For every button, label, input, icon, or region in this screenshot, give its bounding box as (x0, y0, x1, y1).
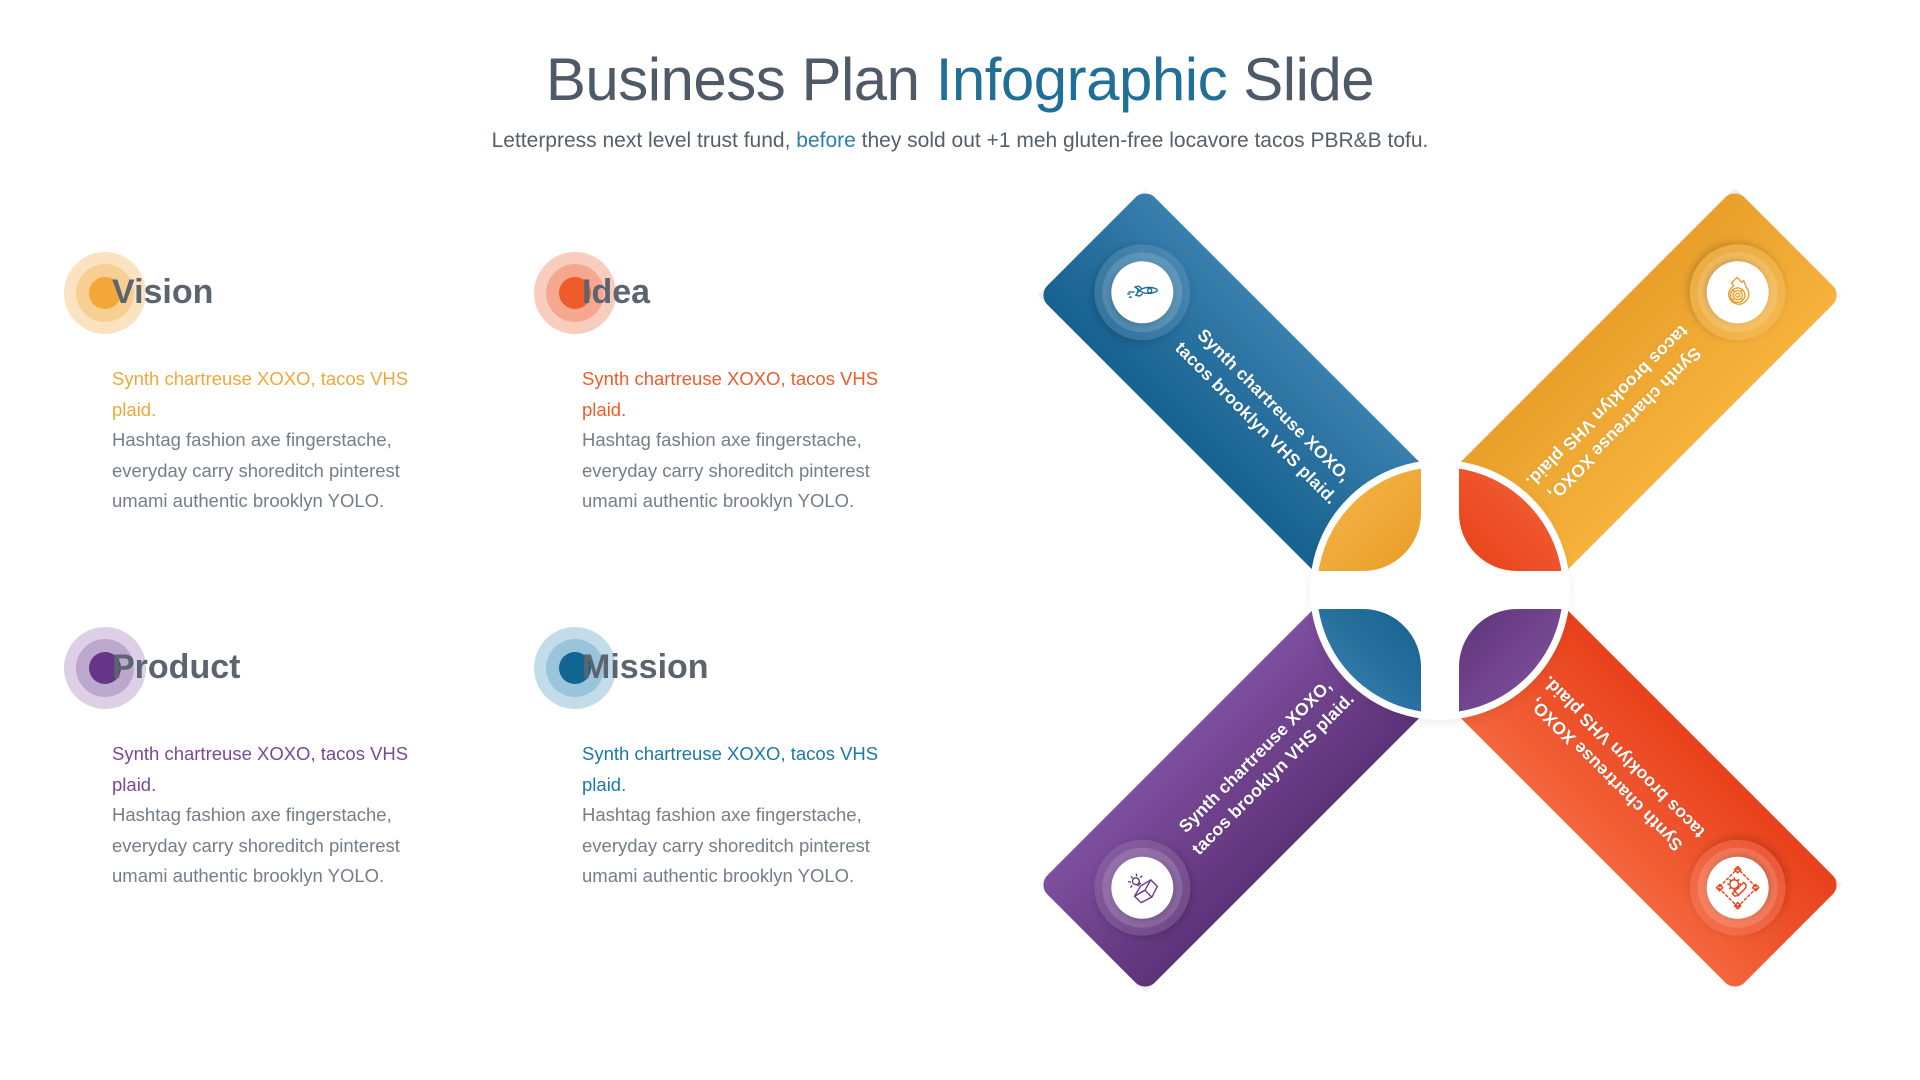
ring-inner (559, 277, 591, 309)
feature-idea-title: Idea (582, 273, 651, 311)
feature-mission: Mission Synth chartreuse XOXO, tacos VHS… (534, 627, 944, 1002)
feature-product-head: Product (64, 627, 534, 732)
feature-product-title: Product (112, 648, 241, 686)
arrow-icon-badge-orange (1670, 224, 1806, 360)
title-part-1: Business Plan (545, 46, 936, 113)
feature-product-text: Hashtag fashion axe fingerstache, everyd… (112, 804, 400, 887)
subtitle-part-2: they sold out +1 meh gluten-free locavor… (855, 129, 1429, 152)
pencil-design-icon (1694, 844, 1782, 932)
product-box-icon (1098, 844, 1186, 932)
arrow-banner-red[interactable]: Synth chartreuse XOXO, tacos brooklyn VH… (1403, 553, 1843, 993)
blade-blue (1317, 609, 1421, 713)
rocket-icon (1098, 248, 1186, 336)
feature-idea: Idea Synth chartreuse XOXO, tacos VHS pl… (534, 252, 944, 627)
feature-product-lead: Synth chartreuse XOXO, tacos VHS plaid. (112, 743, 409, 795)
pinwheel-hub (1317, 467, 1563, 713)
arrow-icon-badge-purple (1074, 820, 1210, 956)
title-part-2: Slide (1227, 46, 1375, 113)
feature-idea-text: Hashtag fashion axe fingerstache, everyd… (582, 429, 870, 512)
ring-inner (89, 277, 121, 309)
feature-vision-title: Vision (112, 273, 214, 311)
target-rings-icon (534, 627, 616, 709)
target-rings-icon (534, 252, 616, 334)
feature-vision-text: Hashtag fashion axe fingerstache, everyd… (112, 429, 400, 512)
pinwheel-diagram: Synth chartreuse XOXO, tacos brooklyn VH… (980, 140, 1900, 1040)
blade-purple (1459, 609, 1563, 713)
arrow-icon-badge-blue (1074, 224, 1210, 360)
feature-idea-lead: Synth chartreuse XOXO, tacos VHS plaid. (582, 368, 879, 420)
feature-mission-title: Mission (582, 648, 709, 686)
subtitle-accent-link[interactable]: before (796, 129, 856, 152)
page-title: Business Plan Infographic Slide (0, 48, 1920, 111)
feature-vision-body: Synth chartreuse XOXO, tacos VHS plaid. … (112, 364, 452, 517)
ring-inner (89, 652, 121, 684)
arrow-banner-orange[interactable]: Synth chartreuse XOXO, tacos brooklyn VH… (1403, 188, 1843, 628)
ring-inner (559, 652, 591, 684)
feature-vision-head: Vision (64, 252, 534, 357)
feature-product: Product Synth chartreuse XOXO, tacos VHS… (64, 627, 534, 1002)
feature-product-body: Synth chartreuse XOXO, tacos VHS plaid. … (112, 739, 452, 892)
feature-idea-head: Idea (534, 252, 944, 357)
feature-vision-lead: Synth chartreuse XOXO, tacos VHS plaid. (112, 368, 409, 420)
feature-idea-body: Synth chartreuse XOXO, tacos VHS plaid. … (582, 364, 922, 517)
arrow-icon-badge-red (1670, 820, 1806, 956)
slide-header: Business Plan Infographic Slide Letterpr… (0, 48, 1920, 154)
target-rings-icon (64, 627, 146, 709)
title-accent: Infographic (935, 46, 1228, 113)
feature-mission-text: Hashtag fashion axe fingerstache, everyd… (582, 804, 870, 887)
subtitle-part-1: Letterpress next level trust fund, (491, 129, 797, 152)
head-maze-icon (1694, 248, 1782, 336)
feature-mission-head: Mission (534, 627, 944, 732)
feature-grid: Vision Synth chartreuse XOXO, tacos VHS … (64, 252, 944, 1002)
feature-mission-lead: Synth chartreuse XOXO, tacos VHS plaid. (582, 743, 879, 795)
arrow-banner-blue[interactable]: Synth chartreuse XOXO, tacos brooklyn VH… (1038, 188, 1478, 628)
feature-mission-body: Synth chartreuse XOXO, tacos VHS plaid. … (582, 739, 922, 892)
feature-vision: Vision Synth chartreuse XOXO, tacos VHS … (64, 252, 534, 627)
page-subtitle: Letterpress next level trust fund, befor… (0, 127, 1920, 154)
blade-orange (1317, 467, 1421, 571)
pinwheel-blades (1317, 467, 1563, 713)
target-rings-icon (64, 252, 146, 334)
blade-red (1459, 467, 1563, 571)
arrow-banner-purple[interactable]: Synth chartreuse XOXO, tacos brooklyn VH… (1038, 553, 1478, 993)
